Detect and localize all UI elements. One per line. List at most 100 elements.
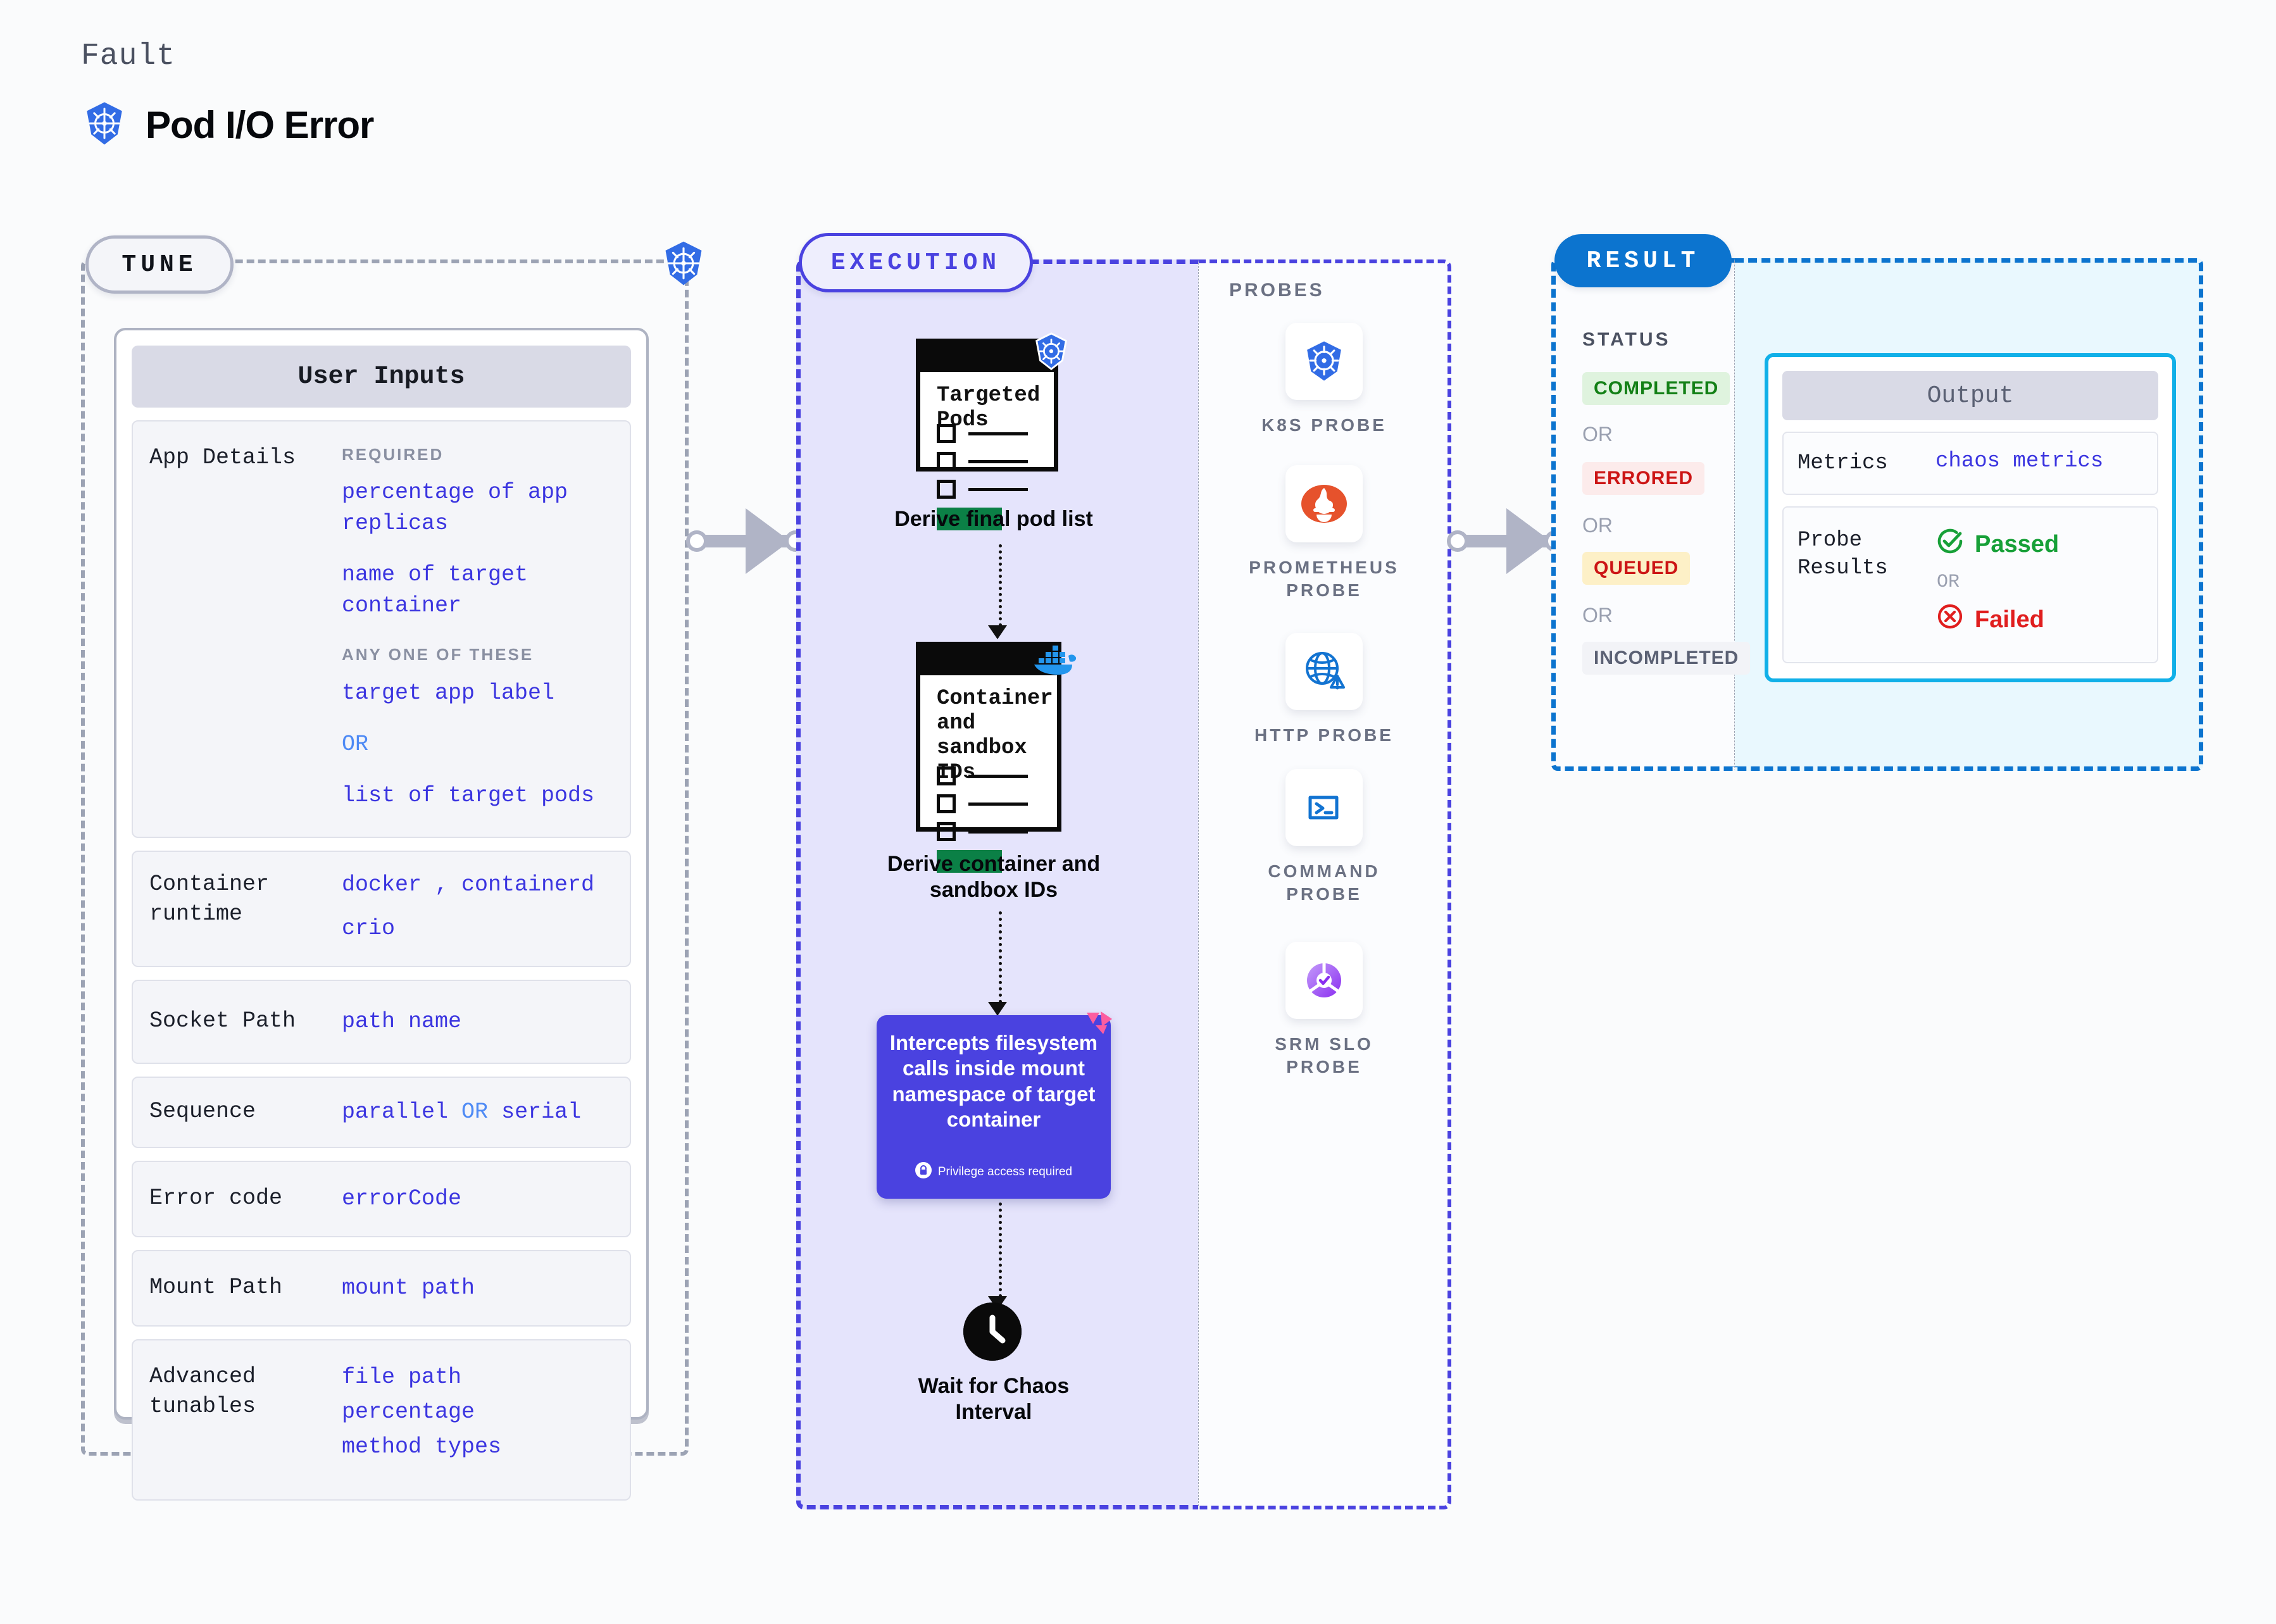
tune-row-value: parallel OR serial [342, 1097, 630, 1128]
status-badge-completed: COMPLETED [1582, 372, 1730, 405]
page-title: Pod I/O Error [146, 104, 374, 146]
probe-srm-slo[interactable]: SRM SLO PROBE [1242, 942, 1406, 1079]
tune-row-key: App Details [149, 445, 296, 470]
check-circle-icon [1935, 527, 1965, 563]
tune-row-value: REQUIRED percentage of app replicas name… [342, 443, 630, 815]
tune-row-mount-path: Mount Path mount path [132, 1249, 631, 1327]
anyone-label: ANY ONE OF THESE [342, 645, 534, 665]
probe-http[interactable]: HTTP PROBE [1242, 633, 1406, 747]
kubernetes-icon [1032, 332, 1071, 374]
value-line: method types [342, 1433, 502, 1459]
tune-row-key: Error code [149, 1185, 283, 1211]
anyone-value: target app label [342, 680, 555, 706]
value-right: serial [501, 1099, 582, 1125]
progress-bar [937, 850, 1002, 873]
tune-row-value: errorCode [342, 1185, 462, 1211]
checkbox-icon [937, 480, 956, 499]
tune-row-key: Advanced tunables [149, 1363, 256, 1420]
probe-command[interactable]: COMMAND PROBE [1242, 769, 1406, 906]
tune-row-value: docker , containerd crio [342, 870, 630, 948]
user-inputs-title: User Inputs [132, 346, 631, 408]
required-label: REQUIRED [342, 445, 444, 464]
probe-result-passed: Passed [1935, 527, 2157, 563]
output-row-value: chaos metrics [1935, 449, 2104, 473]
fault-kicker: Fault [81, 39, 176, 73]
output-row-key: Probe Results [1798, 528, 1888, 581]
kubernetes-icon [1285, 323, 1363, 400]
probe-label: PROMETHEUS PROBE [1249, 558, 1399, 601]
wait-caption: Wait for Chaos Interval [918, 1374, 1070, 1424]
output-row-key: Metrics [1798, 451, 1888, 475]
prometheus-icon [1285, 465, 1363, 542]
output-row-value: Passed OR Failed [1935, 527, 2157, 638]
probe-label: K8S PROBE [1261, 415, 1387, 435]
value-line: file path [342, 1364, 462, 1390]
x-circle-icon [1935, 602, 1965, 638]
container-sandbox-title: Container and sandbox IDs [937, 687, 1053, 785]
value-line: docker , containerd [342, 871, 595, 897]
page-header: Fault [81, 39, 374, 150]
privilege-note: Privilege access required [877, 1162, 1111, 1182]
or-separator: OR [1582, 423, 1613, 446]
passed-label: Passed [1975, 531, 2060, 558]
checkbox-icon [937, 822, 956, 841]
checkbox-icon [937, 424, 956, 443]
user-inputs-card: User Inputs App Details REQUIRED percent… [114, 328, 649, 1501]
targeted-pods-title: Targeted Pods [937, 384, 1041, 433]
tune-row-app-details: App Details REQUIRED percentage of app r… [132, 420, 631, 838]
output-card: Output Metrics chaos metrics Probe Resul… [1765, 353, 2176, 682]
tune-row-key: Socket Path [149, 1008, 296, 1034]
privilege-note-label: Privilege access required [937, 1165, 1073, 1178]
tune-row-value: path name [342, 1008, 462, 1034]
tune-row-advanced-tunables: Advanced tunables file path percentage m… [132, 1339, 631, 1501]
result-badge: RESULT [1554, 234, 1732, 287]
checkbox-icon [937, 452, 956, 471]
probes-title: PROBES [1229, 280, 1325, 301]
kubernetes-icon [81, 100, 128, 150]
or-separator: OR [1937, 572, 1960, 594]
tune-row-value: file path percentage method types [342, 1362, 630, 1466]
probe-label: SRM SLO PROBE [1275, 1034, 1373, 1077]
tune-row-key: Mount Path [149, 1274, 283, 1300]
required-value: percentage of app replicas [342, 480, 568, 537]
intercept-text: Intercepts filesystem calls inside mount… [889, 1031, 1098, 1131]
tune-row-container-runtime: Container runtime docker , containerd cr… [132, 850, 631, 967]
flow-arrow-head [988, 625, 1007, 639]
chaos-icon [1084, 1010, 1113, 1039]
tune-row-key: Sequence [149, 1098, 256, 1124]
or-separator: OR [1582, 604, 1613, 627]
value-line: percentage [342, 1399, 475, 1425]
probe-label: COMMAND PROBE [1268, 861, 1380, 904]
terminal-icon [1285, 769, 1363, 846]
globe-warning-icon [1285, 633, 1363, 710]
result-status-section [1551, 258, 1735, 771]
or-separator: OR [461, 1099, 489, 1125]
tune-row-sequence: Sequence parallel OR serial [132, 1076, 631, 1148]
execution-badge: EXECUTION [799, 233, 1033, 292]
probe-k8s[interactable]: K8S PROBE [1242, 323, 1406, 437]
targeted-pods-card: Targeted Pods [916, 339, 1058, 530]
failed-label: Failed [1975, 606, 2044, 634]
probe-result-failed: Failed [1935, 602, 2157, 638]
probe-prometheus[interactable]: PROMETHEUS PROBE [1242, 465, 1406, 603]
slo-check-icon [1285, 942, 1363, 1019]
tune-row-value: mount path [342, 1275, 475, 1301]
tune-badge: TUNE [85, 235, 234, 294]
anyone-value: list of target pods [342, 782, 595, 808]
flow-arrow-head [988, 1002, 1007, 1016]
output-title: Output [1782, 371, 2158, 420]
value-left: parallel [342, 1099, 449, 1125]
output-row-metrics: Metrics chaos metrics [1782, 432, 2158, 496]
status-title: STATUS [1582, 329, 1671, 350]
required-value: name of target container [342, 562, 528, 619]
step-caption: Derive final pod list [894, 507, 1093, 531]
or-separator: OR [342, 731, 369, 757]
status-badge-incompleted: INCOMPLETED [1582, 642, 1751, 675]
status-badge-queued: QUEUED [1582, 552, 1691, 585]
checkbox-icon [937, 766, 956, 785]
output-row-probe-results: Probe Results Passed OR [1782, 506, 2158, 664]
tune-row-socket-path: Socket Path path name [132, 979, 631, 1064]
tune-row-error-code: Error code errorCode [132, 1160, 631, 1237]
step-caption: Derive container and sandbox IDs [887, 852, 1101, 902]
clock-icon [963, 1302, 1022, 1361]
